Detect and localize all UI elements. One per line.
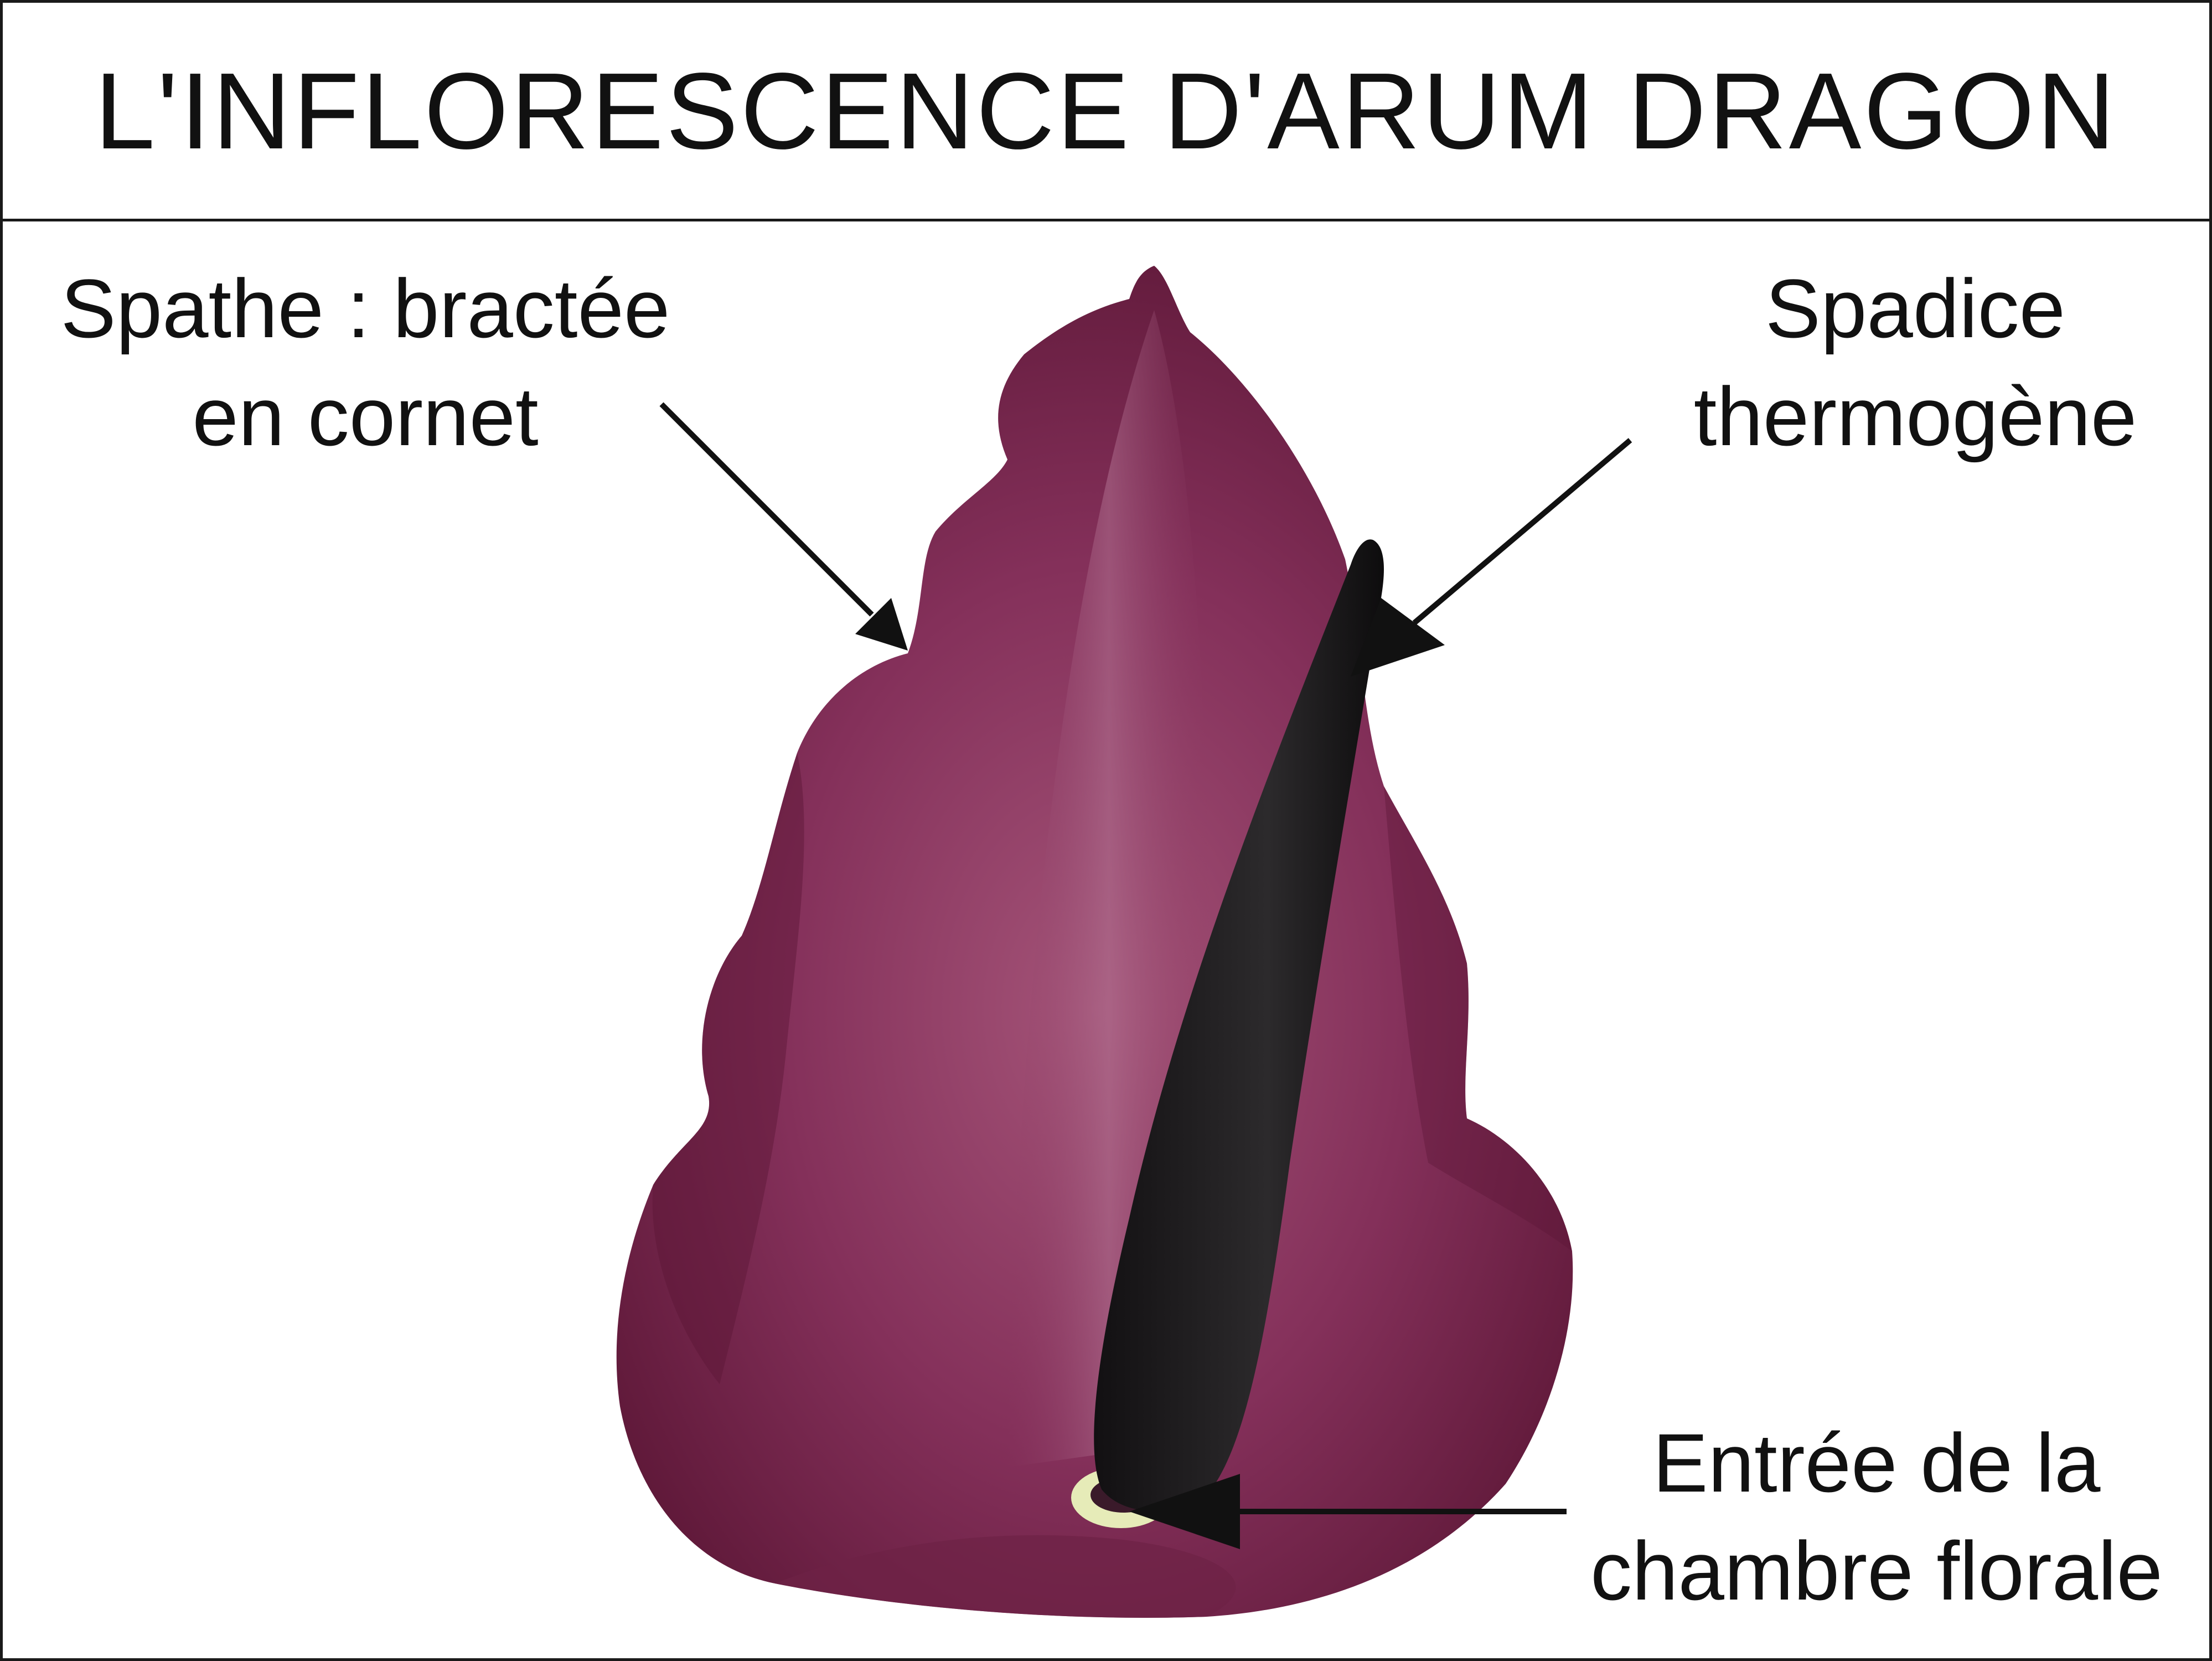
label-spathe-line2: en cornet — [192, 370, 539, 463]
label-spadix-line2: thermogène — [1693, 370, 2137, 463]
spathe-ruffle-left — [652, 753, 804, 1384]
label-entry-line1: Entrée de la — [1652, 1416, 2101, 1509]
arrow-chamber-entrance — [1129, 1474, 1567, 1549]
label-spadix: Spadice thermogène — [1655, 255, 2175, 471]
diagram-title: L'INFLORESCENCE D'ARUM DRAGON — [95, 50, 2117, 172]
spathe-lower-lip — [775, 1535, 1236, 1618]
label-chamber-entrance: Entrée de la chambre florale — [1567, 1409, 2187, 1625]
arrow-spathe — [659, 402, 908, 651]
title-divider — [3, 219, 2209, 221]
spadix-shape — [1094, 539, 1384, 1511]
arrow-spadix — [1351, 438, 1632, 677]
label-spathe-line1: Spathe : bractée — [60, 262, 670, 355]
label-entry-line2: chambre florale — [1590, 1524, 2163, 1617]
label-spathe: Spathe : bractée en cornet — [22, 255, 709, 471]
label-spadix-line1: Spadice — [1765, 262, 2066, 355]
spathe-ruffle-right — [1384, 786, 1572, 1251]
